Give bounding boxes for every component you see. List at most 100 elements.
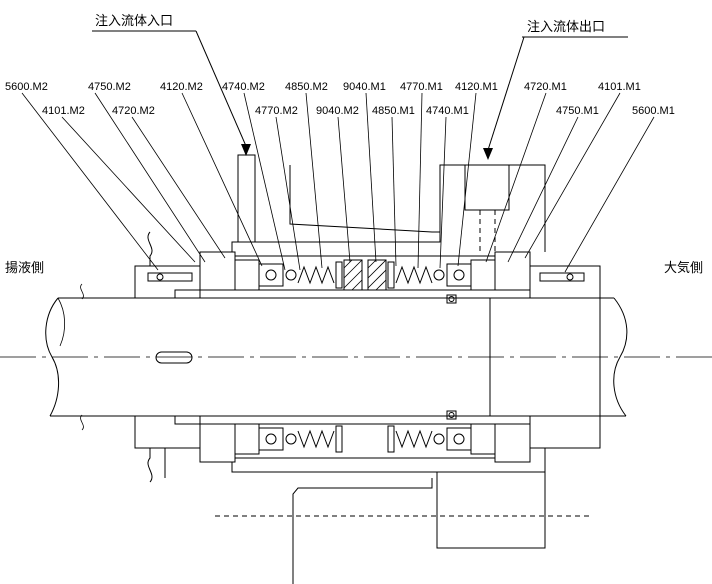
stationary-ring-m1-lower	[470, 423, 496, 455]
o-ring-m1-a	[433, 269, 445, 281]
leader-4720-m1	[485, 92, 547, 263]
o-ring-m2-a	[265, 269, 277, 281]
leader-4101-m2	[61, 116, 196, 263]
lower-frame-left	[292, 478, 433, 584]
leader-4750-m2	[94, 92, 206, 263]
leader-4740-m1	[439, 116, 447, 269]
leader-4770-m1	[417, 92, 423, 269]
part-label-4850-m1: 4850.M1	[372, 105, 415, 117]
sleeve-o-ring-lower-section	[448, 412, 455, 418]
gland-flange-m2-lower	[134, 415, 201, 449]
atmosphere-side-label: 大気側	[664, 260, 703, 275]
o-ring-m2-b-lower	[285, 433, 297, 445]
outlet-leader-line	[487, 36, 525, 151]
gland-body-m1-lower	[494, 423, 531, 463]
shaft-break-mark-upper	[80, 283, 84, 300]
spring-m2-lower	[297, 429, 335, 449]
baffle-plate	[289, 165, 441, 242]
outlet-port-boss	[464, 164, 510, 211]
gland-flange-m1-lower	[529, 415, 601, 449]
rotating-ring-m1-lower	[446, 427, 472, 451]
spacer-m2-hatch	[343, 259, 363, 291]
part-label-4770-m1: 4770.M1	[400, 81, 443, 93]
stationary-ring-m2-lower	[234, 423, 260, 455]
part-label-4120-m2: 4120.M2	[160, 81, 203, 93]
shaft-keyway	[155, 351, 193, 364]
shaft-right-stub	[600, 297, 626, 417]
rotating-ring-m2	[258, 263, 284, 287]
sleeve-o-ring-upper-section	[448, 296, 455, 302]
leader-4750-m1	[507, 116, 579, 263]
part-label-5600-m1: 5600.M1	[632, 105, 675, 117]
spring-retainer-m2-lower	[335, 425, 343, 453]
part-label-4740-m1: 4740.M1	[426, 105, 469, 117]
lower-frame-right	[436, 472, 546, 549]
shaft-right-break	[613, 297, 628, 417]
o-ring-m2-b	[285, 269, 297, 281]
seal-housing-lower	[231, 448, 546, 473]
gland-body-m2	[199, 251, 236, 291]
o-ring-m2-a-lower	[265, 433, 277, 445]
bolt-head-m2	[156, 273, 164, 281]
outlet-label: 注入流体出口	[527, 19, 605, 34]
part-label-9040-m2: 9040.M2	[316, 105, 359, 117]
inlet-pipe	[237, 154, 256, 243]
part-label-4120-m1: 4120.M1	[455, 81, 498, 93]
leader-4120-m2	[181, 92, 263, 267]
sleeve-o-ring-upper	[446, 294, 457, 304]
gland-flange-m2	[134, 265, 201, 299]
gland-flange-m1	[529, 265, 601, 299]
bolt-m2	[147, 272, 193, 282]
spring-retainer-m1-lower	[387, 425, 395, 453]
leader-9040-m2	[337, 116, 351, 263]
o-ring-m1-a-lower	[433, 433, 445, 445]
o-ring-m1-b	[453, 269, 465, 281]
sleeve-upper-line	[174, 289, 490, 298]
shaft-left-break-inner	[57, 297, 66, 347]
part-label-4720-m2: 4720.M2	[112, 105, 155, 117]
sleeve-lower-line	[174, 416, 490, 425]
part-label-4740-m2: 4740.M2	[222, 81, 265, 93]
spring-retainer-m1	[387, 261, 395, 289]
spring-m2	[297, 265, 335, 285]
spring-retainer-m2	[335, 261, 343, 289]
part-label-4770-m2: 4770.M2	[255, 105, 298, 117]
spring-m1	[395, 265, 433, 285]
rotating-ring-m1	[446, 263, 472, 287]
sleeve-o-ring-lower	[446, 410, 457, 420]
wall-break-upper-left	[147, 231, 153, 266]
stationary-ring-m2	[234, 259, 260, 291]
leader-9040-m1	[365, 92, 377, 263]
leader-4850-m2	[305, 92, 323, 269]
bolt-m1	[539, 272, 585, 282]
gland-body-m2-lower	[199, 423, 236, 463]
part-label-4101-m2: 4101.M2	[42, 105, 85, 117]
stationary-ring-m1	[470, 259, 496, 291]
wall-break-lower-left	[147, 448, 153, 483]
leader-4720-m2	[131, 116, 226, 259]
leader-4770-m2	[275, 116, 301, 271]
shaft-break-mark-lower	[80, 414, 84, 431]
outlet-arrow-icon	[483, 148, 493, 160]
leader-4850-m1	[391, 116, 397, 267]
leader-4120-m1	[457, 92, 477, 267]
part-label-4750-m2: 4750.M2	[88, 81, 131, 93]
part-label-5600-m2: 5600.M2	[5, 81, 48, 93]
leader-5600-m1	[564, 116, 655, 273]
product-side-label: 揚液側	[5, 260, 44, 275]
part-label-4720-m1: 4720.M1	[524, 81, 567, 93]
leader-5600-m2	[21, 92, 159, 271]
spacer-m1-hatch	[367, 259, 387, 291]
leader-4101-m1	[524, 92, 621, 259]
bolt-head-m1	[566, 273, 574, 281]
spring-m1-lower	[395, 429, 433, 449]
part-label-4850-m2: 4850.M2	[285, 81, 328, 93]
inlet-label: 注入流体入口	[95, 13, 173, 28]
leader-4740-m2	[243, 92, 286, 271]
part-label-4101-m1: 4101.M1	[598, 81, 641, 93]
rotating-ring-m2-lower	[258, 427, 284, 451]
part-label-4750-m1: 4750.M1	[556, 105, 599, 117]
part-label-9040-m1: 9040.M1	[343, 81, 386, 93]
